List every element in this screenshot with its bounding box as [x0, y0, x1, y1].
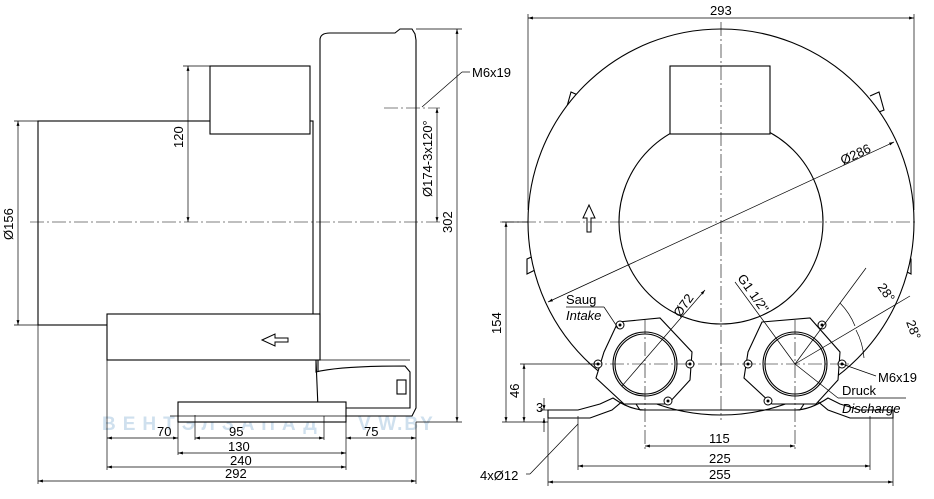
- dim-pcd: Ø174-3x120°: [420, 120, 435, 197]
- side-base-plate: [177, 401, 347, 423]
- dim-front-thread: M6x19: [878, 370, 917, 385]
- side-housing: [317, 28, 417, 417]
- front-terminal-box: [669, 65, 771, 135]
- side-motor-body: [37, 120, 314, 326]
- label-druck: Druck: [842, 383, 876, 398]
- dim-holes: 4xØ12: [480, 468, 518, 483]
- dim-w255: 255: [709, 467, 731, 482]
- dim-w130: 130: [228, 439, 250, 454]
- dim-w75: 75: [364, 424, 378, 439]
- side-terminal-box: [209, 65, 311, 135]
- label-discharge: Discharge: [842, 401, 901, 416]
- dim-w95: 95: [229, 424, 243, 439]
- dim-w225: 225: [709, 451, 731, 466]
- dim-h302: 302: [440, 211, 455, 233]
- dim-h46: 46: [507, 384, 522, 398]
- watermark-right: V.W.BY: [358, 414, 435, 435]
- dim-w293: 293: [710, 3, 732, 18]
- dim-w240: 240: [230, 453, 252, 468]
- label-saug: Saug: [566, 292, 596, 307]
- label-intake: Intake: [566, 308, 601, 323]
- dim-h154: 154: [489, 312, 504, 334]
- dim-side-thread: M6x19: [472, 65, 511, 80]
- dim-d156: Ø156: [1, 208, 16, 240]
- dim-h120: 120: [171, 126, 186, 148]
- side-flow-arrow: [260, 333, 289, 347]
- side-outlet: [315, 359, 411, 409]
- dim-w115: 115: [709, 431, 730, 446]
- dim-w292: 292: [225, 466, 247, 481]
- side-view: Ø156 120 302 Ø174-3x120° M6x19 70 95 75 …: [1, 28, 511, 484]
- dim-h3: 3: [536, 400, 543, 415]
- dim-w70: 70: [157, 424, 171, 439]
- side-lower-block: [106, 313, 321, 361]
- dim-angle-b: 28°: [903, 318, 924, 342]
- front-view: 293 Ø286 Ø72 G1 1/2" 28° 28° Saug Intake…: [480, 3, 924, 486]
